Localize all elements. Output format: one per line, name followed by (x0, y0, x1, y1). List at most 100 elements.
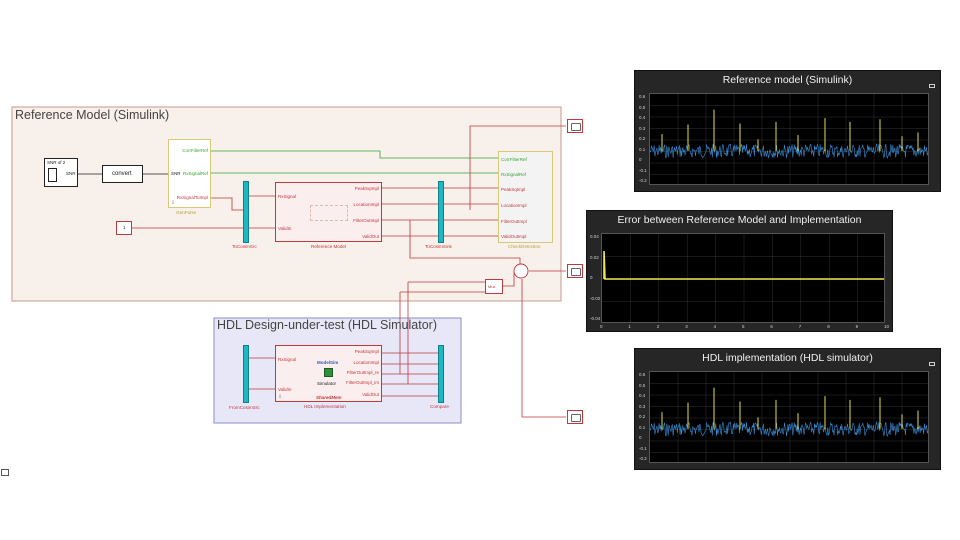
scope-y-tick: -0.2 (639, 178, 647, 183)
reference-model-out-port: FilterOutImpl (353, 218, 379, 223)
hdl-impl-out-port: FilterOutImpl_re (346, 370, 379, 375)
scope-y-tick: 0.6 (639, 94, 646, 99)
scope-title: HDL implementation (HDL simulator) (702, 352, 873, 364)
green-signal-lines (211, 150, 498, 174)
scope-plot-area (649, 371, 929, 463)
scope-y-tick: 0 (639, 435, 642, 440)
hdl-area-title: HDL Design-under-test (HDL Simulator) (217, 318, 437, 332)
noise-trace (650, 142, 928, 159)
scope-y-tick: 0.3 (639, 125, 646, 131)
gen-pulse-out-port: CorrFilterRef (182, 148, 208, 153)
reference-model-block[interactable]: RxSignal ValidIn PeakSqImpl LocationImpl… (275, 182, 382, 242)
check-detection-in-port: LocationImpl (501, 203, 527, 208)
convert-block[interactable]: convert (102, 165, 143, 183)
scope-y-tick: 0.5 (639, 382, 646, 388)
scope-y-tick: 0.04 (590, 234, 599, 239)
scope-x-tick: 4 (713, 324, 717, 329)
scope-x-tick: 6 (770, 324, 773, 329)
mux-block[interactable]: Mux (485, 279, 503, 294)
snr-source-title: SNR of 2 (47, 160, 66, 165)
gen-pulse-caption: GenPulse (176, 210, 197, 215)
compare-bus[interactable] (438, 345, 444, 403)
scope-x-tick: 7 (798, 324, 802, 329)
snr-source-port: SNR (66, 171, 76, 176)
from-cosim-src-bus[interactable] (243, 345, 249, 403)
scope-y-tick: 0.4 (639, 115, 646, 120)
hdl-impl-out-port: ValidOut (362, 392, 379, 397)
to-cosim-src-caption: ToCosimSrc (232, 244, 257, 249)
scope-trace-svg (602, 234, 884, 322)
modelsim-logo-icon (324, 368, 333, 377)
convert-label: convert (112, 171, 132, 177)
error-trace (603, 250, 884, 280)
scope-title: Reference model (Simulink) (722, 74, 853, 86)
reference-model-out-port: ValidOut (362, 234, 379, 239)
error-scope-window[interactable]: Error between Reference Model and Implem… (586, 210, 893, 332)
reference-model-out-port: PeakSqImpl (354, 186, 379, 191)
gen-pulse-in-port: SNR (171, 171, 181, 176)
scope-x-tick: 0 (600, 324, 603, 329)
scope-block[interactable] (567, 410, 583, 424)
scope-x-tick: 10 (884, 324, 890, 329)
scope-y-tick: 0 (590, 275, 593, 280)
noise-trace (650, 420, 928, 437)
scope-x-tick: 2 (656, 324, 660, 329)
to-cosim-src-bus[interactable] (243, 181, 249, 243)
slider-icon (48, 168, 57, 182)
check-detection-in-port: CorrFilterRef (501, 157, 527, 162)
check-detection-block[interactable]: CorrFilterRef RxSignalRef PeakSqImpl Loc… (498, 151, 553, 243)
scope-y-tick: 0.5 (639, 104, 646, 110)
scope-y-tick: -0.04 (590, 316, 601, 321)
hdl-impl-out-port: PeakSqImpl (354, 349, 379, 354)
scope-plot-area (649, 93, 929, 185)
to-cosim-sink-bus[interactable] (438, 181, 444, 243)
scope-y-tick: 0.2 (639, 414, 646, 419)
sum-block[interactable] (513, 263, 529, 279)
down-arrow-icon: ⇩ (171, 200, 176, 206)
scope-trace-svg (650, 372, 928, 462)
gen-pulse-block[interactable]: SNR CorrFilterRef RxSignalRef RxSignalTo… (168, 139, 211, 208)
scope-menu-icon[interactable] (929, 362, 935, 366)
scope-menu-icon[interactable] (929, 84, 935, 88)
shared-mem-label: SharedMem (316, 395, 342, 400)
to-cosim-sink-caption: ToCosimSink (425, 244, 452, 249)
hdl-vendor-label: ModelSim (317, 360, 339, 365)
scope-trace-svg (650, 94, 928, 184)
hdl-scope-window[interactable]: HDL implementation (HDL simulator) 0.6 0.… (634, 348, 941, 470)
hdl-impl-out-port: FilterOutImpl_im (345, 380, 379, 385)
scope-x-tick: 9 (855, 324, 859, 329)
gen-pulse-out-port: RxSignalRef (182, 171, 208, 176)
scope-x-tick: 1 (628, 324, 631, 329)
model-browser-icon[interactable] (1, 469, 9, 476)
hdl-impl-in-port: RxSignal (278, 357, 297, 362)
scope-y-tick: -0.1 (639, 445, 647, 451)
scope-x-tick: 3 (685, 324, 688, 329)
constant-block[interactable]: 1 (116, 221, 132, 235)
reference-area-title: Reference Model (Simulink) (15, 108, 170, 122)
hdl-implementation-block[interactable]: RxSignal ValidIn PeakSqImpl LocationImpl… (275, 345, 382, 402)
scope-title: Error between Reference Model and Implem… (617, 214, 862, 226)
reference-model-in-port: ValidIn (278, 226, 292, 231)
constant-value: 1 (123, 225, 126, 230)
scope-y-tick: -0.1 (639, 167, 647, 173)
hdl-implementation-caption: HDL Implementation (304, 404, 346, 409)
check-detection-in-port: RxSignalRef (501, 172, 527, 177)
hdl-impl-out-port: LocationImpl (353, 360, 379, 365)
scope-block[interactable] (567, 119, 583, 133)
check-detection-in-port: FilterOutImpl (501, 219, 527, 224)
check-detection-caption: CheckDetection (508, 244, 541, 249)
scope-y-tick: 0.6 (639, 372, 646, 377)
check-detection-in-port: PeakSqImpl (501, 187, 526, 192)
scope-y-tick: 0.02 (590, 254, 599, 260)
from-cosim-src-caption: FromCosimSrc (229, 405, 260, 410)
subsystem-preview-icon (310, 205, 348, 221)
snr-source-block[interactable]: SNR of 2 SNR (44, 158, 78, 187)
scope-y-tick: 0.1 (639, 424, 646, 430)
scope-block[interactable] (567, 264, 583, 278)
scope-x-tick: 8 (827, 324, 830, 329)
compare-caption: Compare (430, 404, 449, 409)
hdl-impl-in-port: ValidIn (278, 387, 292, 392)
scope-plot-area (601, 233, 885, 323)
